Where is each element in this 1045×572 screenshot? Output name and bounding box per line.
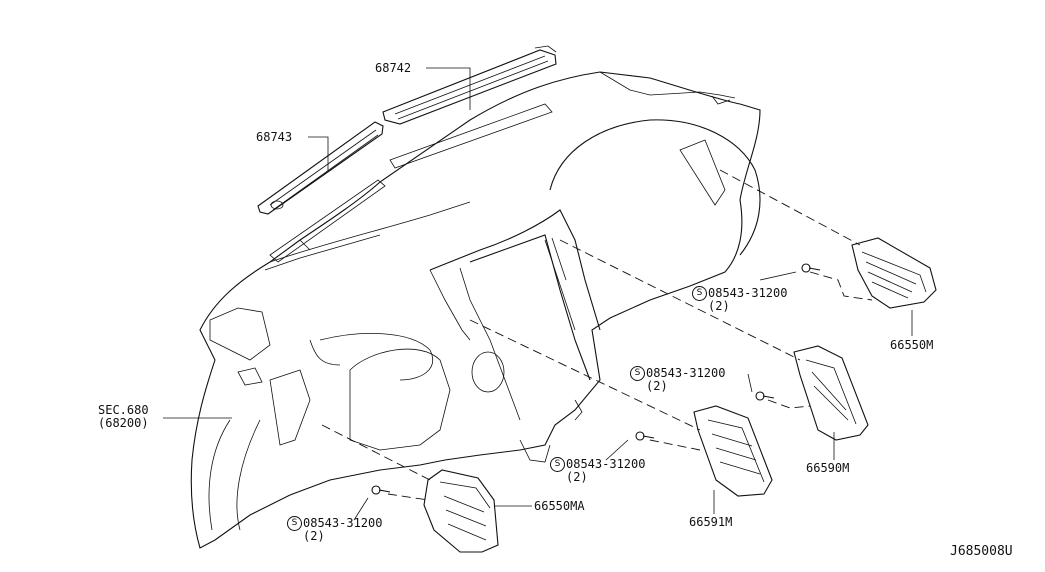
screw-s-mark-1: S xyxy=(692,286,707,301)
label-66550m: 66550M xyxy=(890,338,934,352)
screw-qty-2: (2) xyxy=(646,379,668,393)
label-66550ma: 66550MA xyxy=(534,499,585,513)
screw-part-1: 08543-31200 xyxy=(708,286,788,300)
assembly-dashed-lines xyxy=(321,169,873,501)
screw-icons xyxy=(371,263,821,495)
vent-66590m xyxy=(793,345,869,441)
vent-66550ma xyxy=(423,469,499,553)
screw-s-mark-4: S xyxy=(287,516,302,531)
label-68742: 68742 xyxy=(375,61,412,75)
vent-66591m xyxy=(693,405,773,497)
screw-part-3: 08543-31200 xyxy=(566,457,646,471)
dashboard-panel xyxy=(190,71,761,549)
defroster-grille-68742 xyxy=(382,45,557,125)
screw-s-mark-2: S xyxy=(630,366,645,381)
leader-lines xyxy=(163,67,913,521)
screw-qty-1: (2) xyxy=(708,299,730,313)
vent-66550m xyxy=(851,237,937,309)
screw-s-mark-3: S xyxy=(550,457,565,472)
screw-qty-3: (2) xyxy=(566,470,588,484)
screw-qty-4: (2) xyxy=(303,529,325,543)
label-66590m: 66590M xyxy=(806,461,850,475)
label-sec-680: SEC.680 xyxy=(98,403,149,417)
screw-part-2: 08543-31200 xyxy=(646,366,726,380)
defroster-grille-68743 xyxy=(257,121,384,215)
screw-part-4: 08543-31200 xyxy=(303,516,383,530)
label-sec-68200: (68200) xyxy=(98,416,149,430)
label-68743: 68743 xyxy=(256,130,293,144)
diagram-code: J685008U xyxy=(950,544,1013,559)
label-66591m: 66591M xyxy=(689,515,733,529)
